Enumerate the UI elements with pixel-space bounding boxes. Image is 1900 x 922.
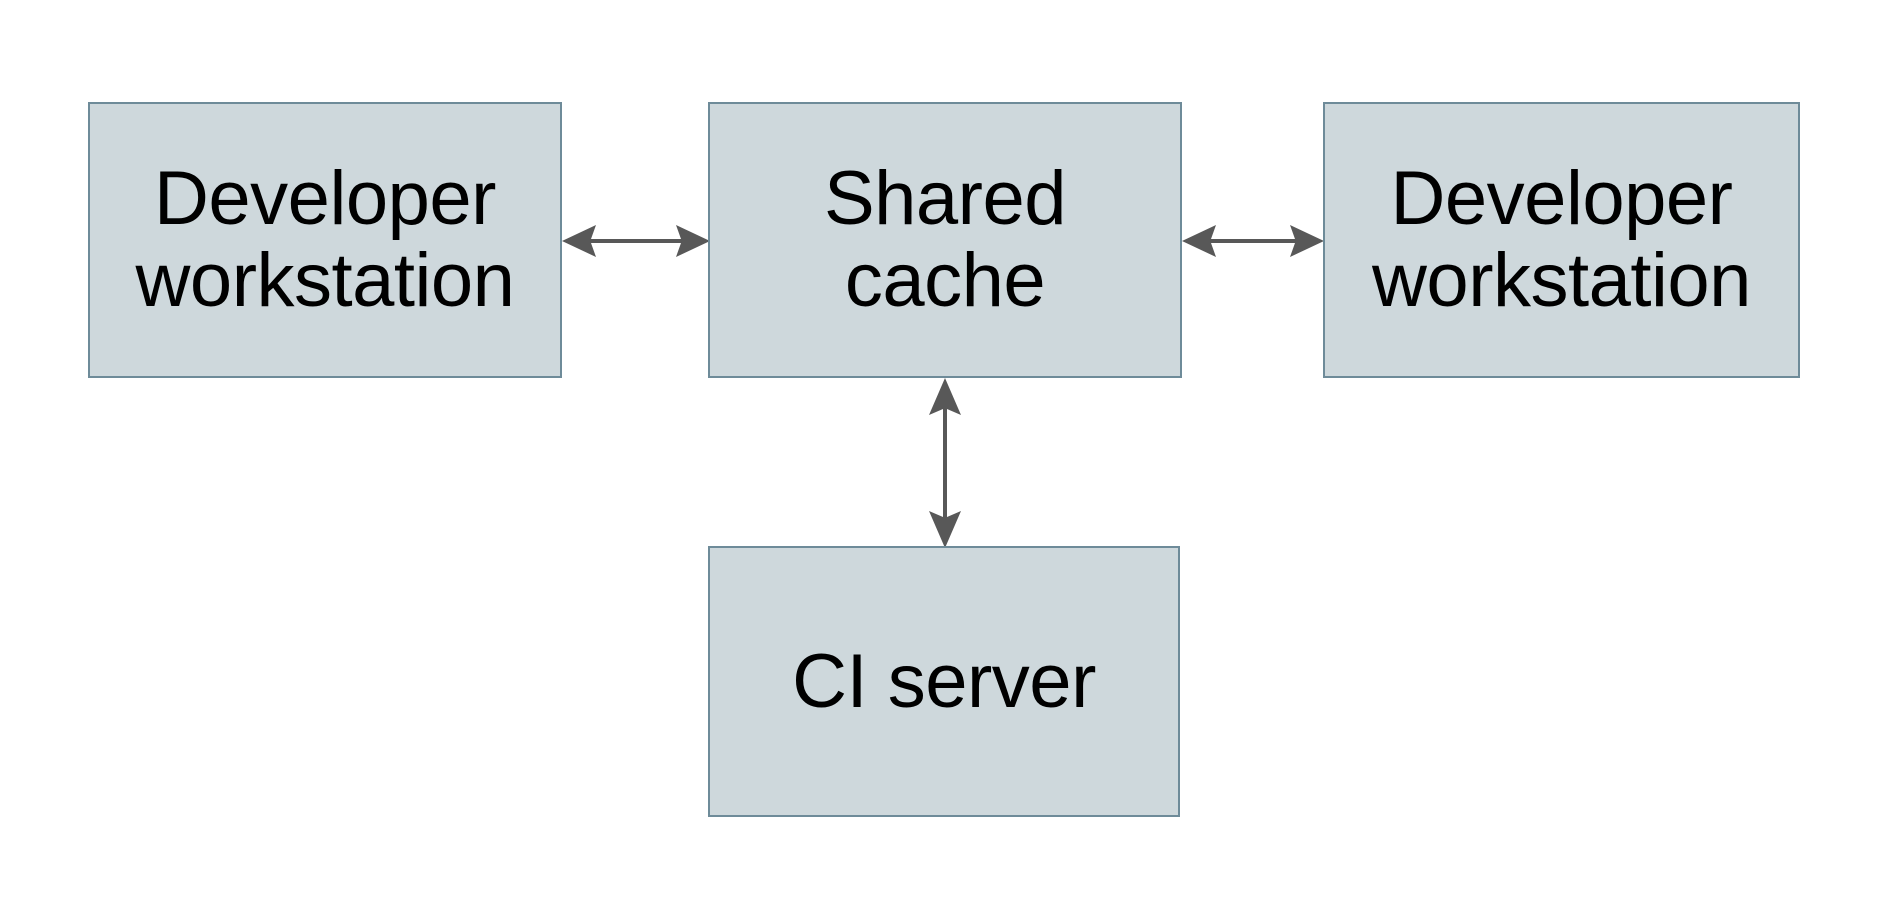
node-developer-workstation-right[interactable]: Developer workstation bbox=[1323, 102, 1800, 378]
node-ci-server[interactable]: CI server bbox=[708, 546, 1180, 817]
connector-shared-cache-to-ci-server bbox=[914, 378, 976, 548]
connector-left-workstation-to-shared-cache bbox=[562, 210, 710, 272]
node-label: Developer workstation bbox=[1372, 156, 1751, 323]
double-arrow-icon bbox=[562, 225, 710, 257]
double-arrow-icon bbox=[929, 378, 961, 548]
node-label: CI server bbox=[792, 638, 1096, 724]
node-developer-workstation-left[interactable]: Developer workstation bbox=[88, 102, 562, 378]
node-label: Shared cache bbox=[823, 156, 1067, 323]
double-arrow-icon bbox=[1182, 225, 1324, 257]
node-label: Developer workstation bbox=[135, 156, 515, 323]
node-shared-cache[interactable]: Shared cache bbox=[708, 102, 1182, 378]
connector-shared-cache-to-right-workstation bbox=[1182, 210, 1324, 272]
